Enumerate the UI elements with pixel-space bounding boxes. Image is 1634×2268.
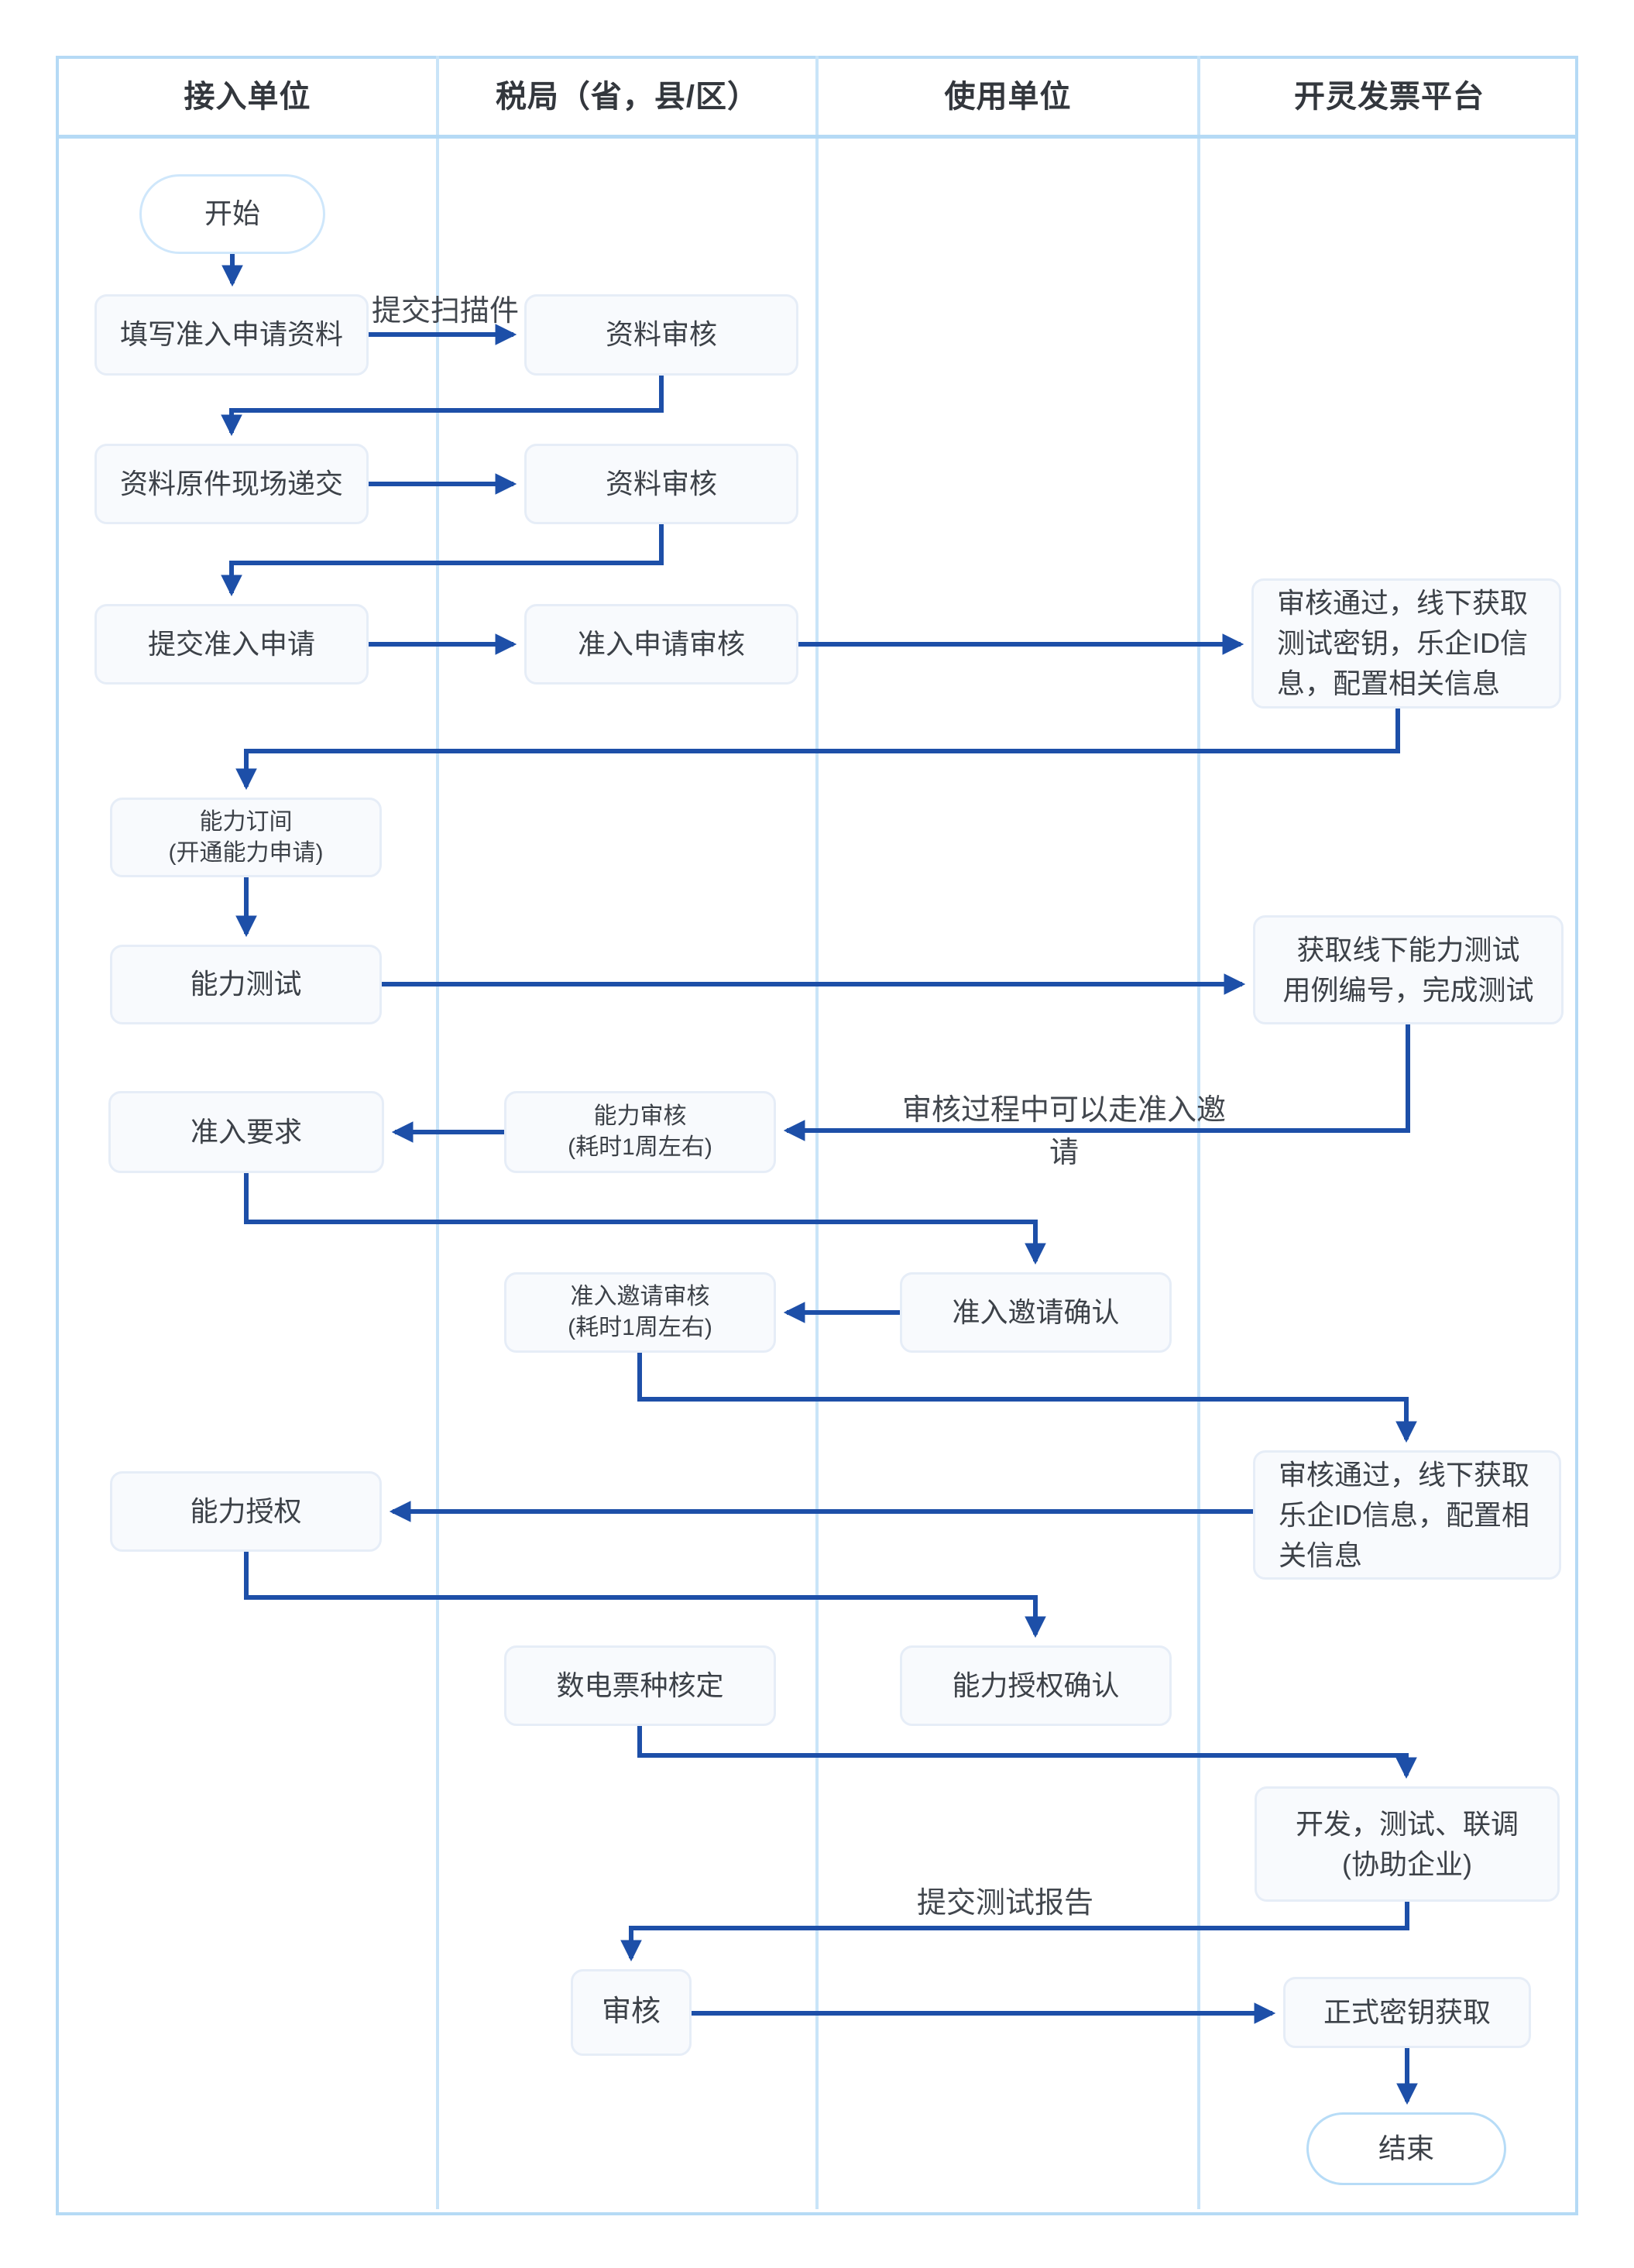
node-original-onsite: 资料原件现场递交 — [94, 444, 369, 524]
node-official-key: 正式密钥获取 — [1283, 1977, 1531, 2048]
lane-header-using-unit: 使用单位 — [944, 80, 1072, 114]
node-end: 结束 — [1306, 2112, 1506, 2185]
node-capability-test: 能力测试 — [110, 945, 382, 1024]
edge-label-invite-note: 审核过程中可以走准入邀请 — [901, 1094, 1226, 1169]
lane-divider — [815, 56, 819, 2209]
node-material-review-2: 资料审核 — [524, 444, 798, 524]
node-submit-access: 提交准入申请 — [94, 604, 369, 685]
node-access-review: 准入申请审核 — [524, 604, 798, 685]
edge-label-submit-scan: 提交扫描件 — [371, 295, 519, 328]
node-material-review-1: 资料审核 — [524, 294, 798, 376]
edge-label-test-report: 提交测试报告 — [916, 1887, 1093, 1920]
node-auth-confirm: 能力授权确认 — [900, 1645, 1172, 1726]
node-approved-leqi-id: 审核通过，线下获取乐企ID信息，配置相关信息 — [1253, 1450, 1561, 1580]
node-capability-auth: 能力授权 — [110, 1471, 382, 1552]
node-dev-test-joint: 开发，测试、联调 (协助企业) — [1255, 1786, 1560, 1902]
lane-divider — [436, 56, 439, 2209]
lane-header-tax-bureau: 税局（省，县/区） — [495, 80, 760, 114]
node-invite-confirm: 准入邀请确认 — [900, 1272, 1172, 1353]
node-capability-review: 能力审核 (耗时1周左右) — [504, 1091, 776, 1173]
node-review: 审核 — [571, 1969, 692, 2056]
node-access-requirement: 准入要求 — [108, 1091, 384, 1173]
node-get-test-cases: 获取线下能力测试 用例编号，完成测试 — [1253, 915, 1564, 1024]
node-approved-test-key: 审核通过，线下获取测试密钥，乐企ID信息，配置相关信息 — [1251, 578, 1561, 709]
lane-header-underline — [56, 135, 1578, 139]
node-capability-order: 能力订间 (开通能力申请) — [110, 798, 382, 877]
lane-header-access-unit: 接入单位 — [184, 80, 311, 114]
node-fill-application: 填写准入申请资料 — [94, 294, 369, 376]
node-invite-review: 准入邀请审核 (耗时1周左右) — [504, 1272, 776, 1353]
node-start: 开始 — [139, 174, 325, 254]
lane-header-invoice-platform: 开灵发票平台 — [1294, 80, 1485, 114]
node-invoice-type-check: 数电票种核定 — [504, 1645, 776, 1726]
